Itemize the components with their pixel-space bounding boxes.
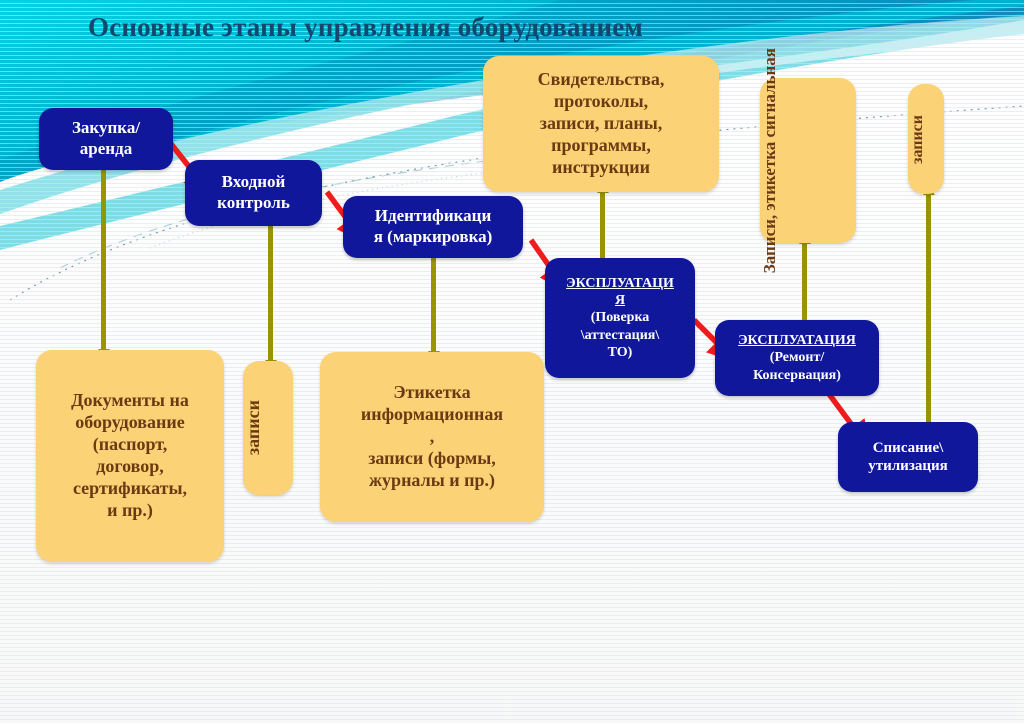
process-node-purchase[interactable]: Закупка/ аренда <box>39 108 173 170</box>
record-node-info-label[interactable]: Этикетка информационная , записи (формы,… <box>320 352 544 522</box>
process-node-operation2[interactable]: ЭКСПЛУАТАЦИЯ (Ремонт/ Консервация) <box>715 320 879 396</box>
process-node-identification[interactable]: Идентификаци я (маркировка) <box>343 196 523 258</box>
record-node-records-incoming[interactable]: записи <box>243 361 293 495</box>
connector-incoming-to-records <box>264 224 277 368</box>
process-node-incoming[interactable]: Входной контроль <box>185 160 322 226</box>
process-node-purchase-label: Закупка/ аренда <box>71 118 141 158</box>
record-node-certificates[interactable]: Свидетельства, протоколы, записи, планы,… <box>483 56 719 192</box>
process-node-disposal-label: Списание\ утилизация <box>868 439 948 474</box>
record-node-records-incoming-label: записи <box>243 400 263 456</box>
record-node-equipment-docs-label: Документы на оборудование (паспорт, дого… <box>71 390 189 520</box>
process-node-operation1-label: ЭКСПЛУАТАЦИ Я (Поверка \аттестация\ ТО) <box>566 276 674 360</box>
record-node-records-disposal-label: записи <box>909 114 926 164</box>
connector-identification-to-label <box>427 257 440 359</box>
record-node-records-warning-label: Записи, этикетка сигнальная <box>760 47 779 274</box>
connector-purchase-to-docs <box>97 168 110 357</box>
page-title: Основные этапы управления оборудованием <box>88 12 643 42</box>
record-node-info-label-text: Этикетка информационная , записи (формы,… <box>360 382 504 490</box>
process-node-operation1[interactable]: ЭКСПЛУАТАЦИ Я (Поверка \аттестация\ ТО) <box>545 258 695 378</box>
process-node-operation1-heading: ЭКСПЛУАТАЦИ <box>566 276 674 292</box>
process-node-operation2-label: ЭКСПЛУАТАЦИЯ (Ремонт/ Консервация) <box>738 333 856 383</box>
record-node-records-warning[interactable]: Записи, этикетка сигнальная <box>760 48 856 273</box>
process-node-identification-label: Идентификаци я (маркировка) <box>373 206 493 246</box>
process-node-disposal[interactable]: Списание\ утилизация <box>838 422 978 492</box>
process-node-incoming-label: Входной контроль <box>217 172 290 212</box>
record-node-records-disposal[interactable]: записи <box>908 84 944 194</box>
record-node-equipment-docs[interactable]: Документы на оборудование (паспорт, дого… <box>36 350 224 562</box>
connector-operation1-to-certificates <box>596 185 609 264</box>
connector-disposal-to-records <box>922 187 935 424</box>
record-node-certificates-label: Свидетельства, протоколы, записи, планы,… <box>537 69 665 177</box>
process-node-operation2-heading: ЭКСПЛУАТАЦИЯ <box>738 333 856 349</box>
